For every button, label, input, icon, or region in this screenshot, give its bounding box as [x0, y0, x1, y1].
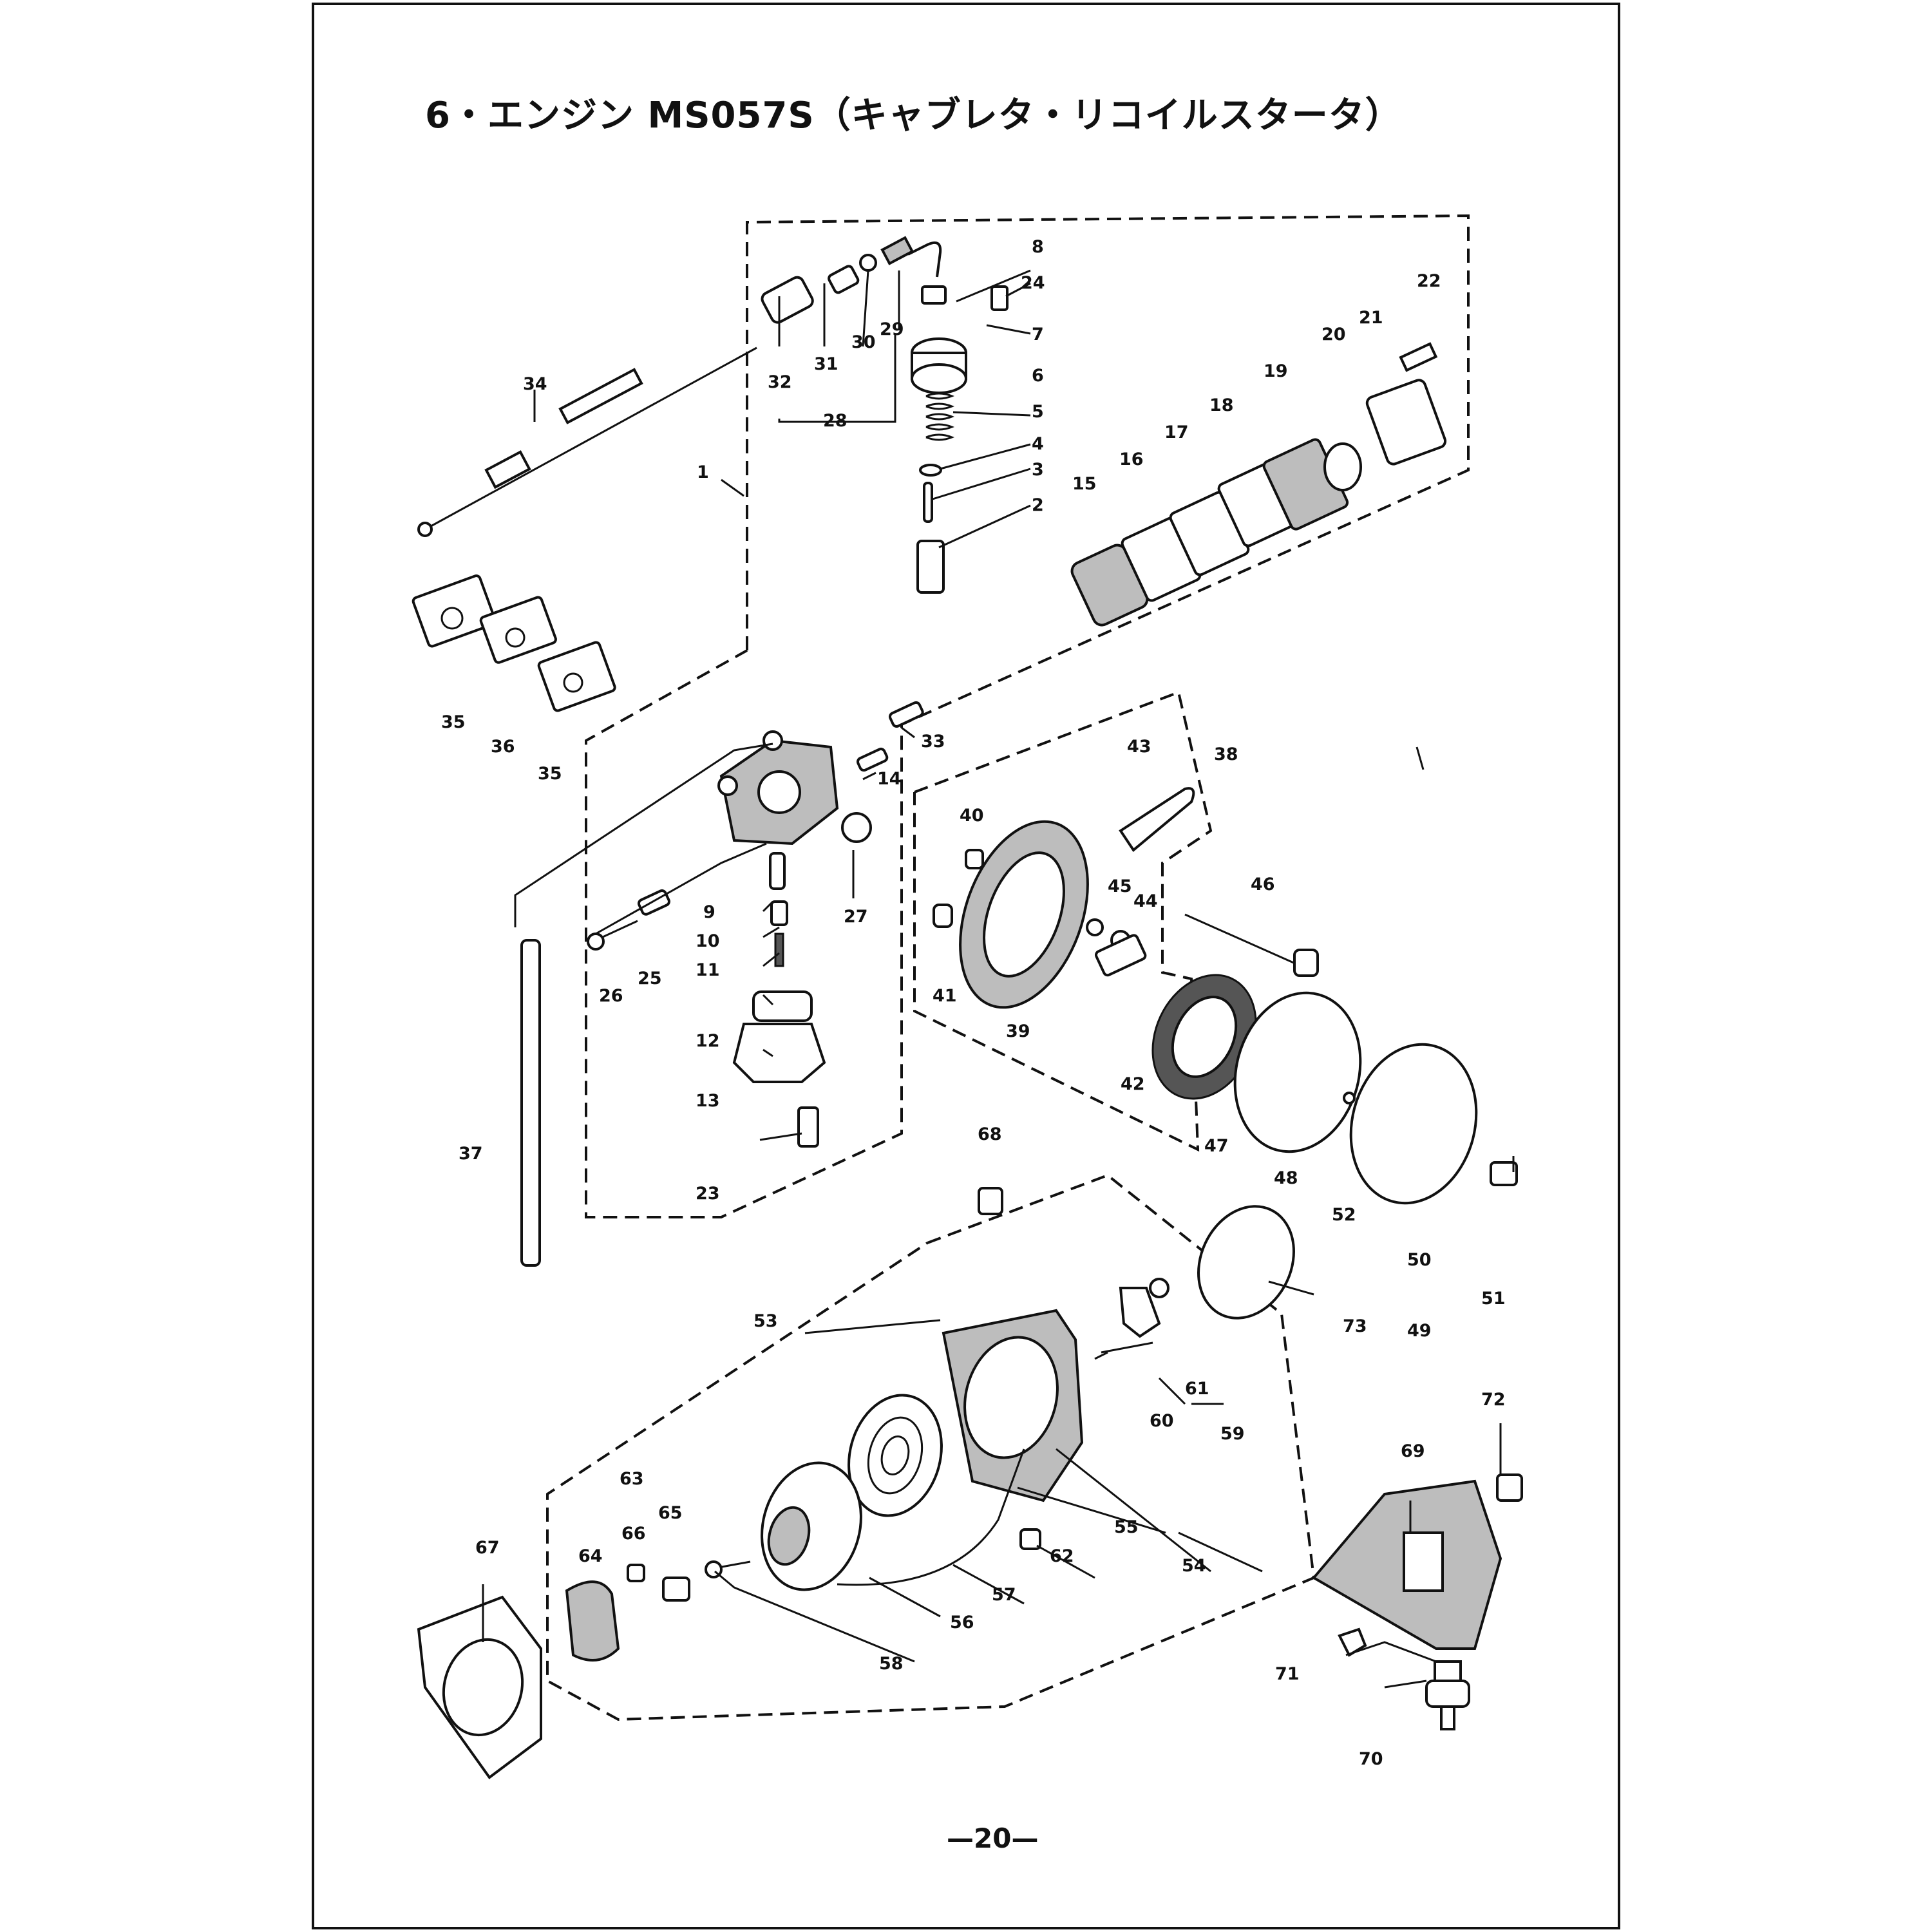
label-part-22: 22	[1417, 271, 1441, 291]
label-part-29: 29	[880, 319, 904, 339]
label-part-18: 18	[1209, 395, 1234, 415]
label-part-54: 54	[1182, 1556, 1206, 1576]
label-part-40: 40	[960, 806, 984, 826]
part-number-labels: 1 2 3 4 5 6 7 8 9 10 11 12 13 14 15 16 1…	[441, 237, 1506, 1769]
label-part-13: 13	[696, 1091, 720, 1111]
label-part-35-right: 35	[538, 764, 562, 784]
label-part-26: 26	[599, 986, 623, 1006]
label-part-34: 34	[523, 374, 547, 394]
label-part-73: 73	[1343, 1316, 1367, 1336]
label-part-36: 36	[491, 737, 515, 757]
label-part-49: 49	[1407, 1321, 1432, 1341]
label-part-7: 7	[1032, 325, 1044, 345]
insulator-gaskets	[412, 574, 616, 712]
label-part-16: 16	[1119, 450, 1144, 469]
air-cleaner-parts	[933, 787, 1518, 1205]
label-part-66: 66	[621, 1524, 646, 1544]
label-part-33: 33	[921, 732, 945, 752]
assembly-outline-recoil-starter	[546, 1173, 1316, 1721]
label-part-72: 72	[1481, 1390, 1506, 1410]
page-border	[312, 3, 1620, 1929]
label-part-2: 2	[1032, 495, 1044, 515]
label-part-37: 37	[459, 1144, 483, 1164]
label-part-38: 38	[1214, 744, 1238, 764]
page-title: 6・エンジン MS057S（キャブレタ・リコイルスタータ）	[425, 95, 1402, 137]
label-part-24: 24	[1021, 273, 1045, 293]
label-part-12: 12	[696, 1031, 720, 1051]
rod	[520, 939, 541, 1267]
label-part-21: 21	[1359, 308, 1383, 328]
label-part-28: 28	[823, 411, 848, 431]
label-part-14: 14	[877, 769, 902, 789]
label-part-41: 41	[933, 986, 957, 1006]
label-part-5: 5	[1032, 402, 1044, 422]
label-part-3: 3	[1032, 460, 1044, 480]
diaphragm-pump-parts	[1070, 342, 1447, 627]
bracket-parts	[1311, 1473, 1523, 1730]
label-part-70: 70	[1359, 1749, 1383, 1769]
label-part-68: 68	[978, 1124, 1002, 1144]
label-part-48: 48	[1274, 1168, 1298, 1188]
cable-fittings	[761, 236, 942, 324]
label-part-30: 30	[851, 332, 876, 352]
label-part-6: 6	[1032, 366, 1044, 386]
assembly-outline-air-cleaner	[913, 690, 1213, 1152]
label-part-25: 25	[638, 969, 662, 989]
label-part-62: 62	[1050, 1546, 1074, 1566]
label-part-65: 65	[658, 1503, 683, 1523]
label-part-39: 39	[1006, 1021, 1030, 1041]
page-number: —20—	[947, 1823, 1039, 1854]
throttle-cable	[417, 346, 757, 537]
label-part-64: 64	[578, 1546, 603, 1566]
label-part-23: 23	[696, 1184, 720, 1204]
label-part-11: 11	[696, 960, 720, 980]
label-part-71: 71	[1275, 1664, 1300, 1684]
label-part-51: 51	[1481, 1289, 1506, 1309]
label-part-1: 1	[697, 462, 709, 482]
label-part-32: 32	[768, 372, 792, 392]
carburetor-body	[717, 730, 872, 1148]
label-part-47: 47	[1204, 1136, 1229, 1156]
label-part-50: 50	[1407, 1250, 1432, 1270]
label-part-53: 53	[753, 1311, 778, 1331]
label-part-57: 57	[992, 1585, 1016, 1605]
label-part-52: 52	[1332, 1205, 1356, 1225]
recoil-starter-parts	[417, 1187, 1295, 1779]
label-part-61: 61	[1185, 1379, 1209, 1399]
label-part-9: 9	[703, 902, 715, 922]
label-part-69: 69	[1401, 1441, 1425, 1461]
label-part-20: 20	[1321, 325, 1346, 345]
label-part-19: 19	[1264, 361, 1288, 381]
label-part-63: 63	[620, 1469, 644, 1489]
label-part-8: 8	[1032, 237, 1044, 257]
label-part-27: 27	[844, 907, 868, 927]
label-part-44: 44	[1133, 891, 1158, 911]
label-part-58: 58	[879, 1654, 904, 1674]
label-part-67: 67	[475, 1538, 500, 1558]
label-part-42: 42	[1121, 1074, 1145, 1094]
label-part-35-left: 35	[441, 712, 466, 732]
label-part-46: 46	[1251, 875, 1275, 895]
label-part-43: 43	[1127, 737, 1151, 757]
label-part-59: 59	[1220, 1424, 1245, 1444]
needle-valve-stack	[911, 285, 1009, 594]
label-part-4: 4	[1032, 434, 1044, 454]
leader-lines	[482, 269, 1515, 1689]
label-part-60: 60	[1150, 1411, 1174, 1431]
label-part-45: 45	[1108, 876, 1132, 896]
assembly-outline-carburetor	[585, 214, 1470, 1218]
label-part-10: 10	[696, 931, 720, 951]
label-part-17: 17	[1164, 422, 1189, 442]
label-part-31: 31	[814, 354, 838, 374]
label-part-56: 56	[950, 1613, 974, 1633]
label-part-55: 55	[1114, 1517, 1139, 1537]
label-part-15: 15	[1072, 474, 1097, 494]
